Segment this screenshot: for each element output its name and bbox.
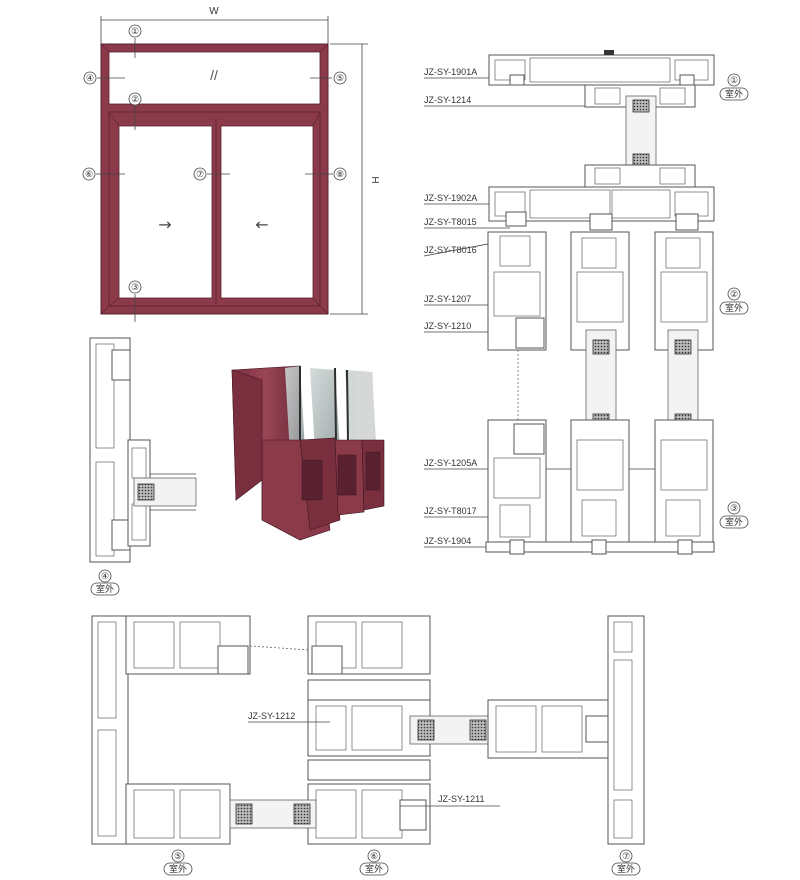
svg-text:③: ③	[131, 282, 139, 292]
callout-1: ①	[128, 24, 142, 38]
svg-text:④: ④	[86, 73, 94, 83]
svg-text:室外: 室外	[96, 583, 114, 594]
left-sash-glass	[118, 125, 213, 299]
horizontal-mark-7: ⑦ 室外	[611, 849, 641, 876]
glass-mark: //	[210, 67, 218, 83]
svg-text:室外: 室外	[617, 863, 635, 874]
horizontal-mark-5: ⑤ 室外	[163, 849, 193, 876]
horizontal-section: JZ-SY-1212 JZ-SY-1211 ⑤ 室外 ⑥ 室外 ⑦ 室外	[91, 615, 645, 876]
svg-text:室外: 室外	[725, 302, 743, 313]
label-1214: JZ-SY-1214	[424, 95, 471, 105]
callout-2: ②	[128, 92, 142, 106]
sash-column-1	[487, 231, 547, 543]
svg-text:室外: 室外	[169, 863, 187, 874]
label-1904: JZ-SY-1904	[424, 536, 471, 546]
middle-upper-profile	[307, 615, 431, 701]
label-t8015: JZ-SY-T8015	[424, 217, 477, 227]
svg-text:⑦: ⑦	[196, 169, 204, 179]
svg-text:⑤: ⑤	[336, 73, 344, 83]
callout-6: ⑥	[82, 167, 96, 181]
profile-3d-render	[231, 365, 385, 541]
profile-1902a	[488, 186, 715, 231]
height-dimension-label: H	[369, 176, 380, 183]
svg-text:③: ③	[730, 503, 738, 513]
right-sash-glass	[220, 125, 314, 299]
svg-text:⑤: ⑤	[174, 851, 182, 861]
sash-arrow-right: →	[158, 215, 171, 234]
svg-text:室外: 室外	[725, 88, 743, 99]
svg-text:⑧: ⑧	[336, 169, 344, 179]
jamb-mark-4: ④ 室外	[90, 569, 120, 596]
horizontal-mark-6: ⑥ 室外	[359, 849, 389, 876]
right-jamb-profile	[607, 615, 645, 845]
vertical-mark-1: ① 室外	[719, 73, 749, 101]
svg-text:①: ①	[131, 26, 139, 36]
right-glass-unit	[409, 699, 611, 759]
label-1212: JZ-SY-1212	[248, 711, 295, 721]
sash-arrow-left: ←	[255, 215, 268, 234]
sash-column-3	[654, 231, 714, 543]
callout-4: ④	[83, 71, 97, 85]
width-dimension-label: W	[209, 6, 219, 17]
callout-8: ⑧	[333, 167, 347, 181]
profile-1214	[584, 84, 696, 188]
left-jamb-profile	[91, 615, 251, 845]
label-1205a: JZ-SY-1205A	[424, 458, 477, 468]
callout-3: ③	[128, 280, 142, 294]
profile-1901a	[488, 50, 715, 86]
label-1210: JZ-SY-1210	[424, 321, 471, 331]
label-1901a: JZ-SY-1901A	[424, 67, 477, 77]
vertical-section: JZ-SY-1901A JZ-SY-1214 JZ-SY-1902A JZ-SY…	[423, 50, 749, 555]
window-elevation: W H // → ←	[82, 6, 380, 322]
callout-7: ⑦	[193, 167, 207, 181]
profile-1211	[307, 783, 431, 845]
sash-column-2	[570, 231, 630, 543]
svg-text:②: ②	[730, 289, 738, 299]
svg-text:②: ②	[131, 94, 139, 104]
label-1207: JZ-SY-1207	[424, 294, 471, 304]
bottom-glass-unit	[229, 799, 317, 829]
svg-text:⑥: ⑥	[370, 851, 378, 861]
jamb-section: ④ 室外	[89, 337, 197, 596]
vertical-mark-3: ③ 室外	[719, 501, 749, 529]
label-t8016: JZ-SY-T8016	[424, 245, 477, 255]
svg-text:⑥: ⑥	[85, 169, 93, 179]
profile-1904	[485, 539, 715, 555]
svg-text:④: ④	[101, 571, 109, 581]
svg-text:①: ①	[730, 75, 738, 85]
label-t8017: JZ-SY-T8017	[424, 506, 477, 516]
svg-text:室外: 室外	[365, 863, 383, 874]
vertical-mark-2: ② 室外	[719, 287, 749, 315]
label-1902a: JZ-SY-1902A	[424, 193, 477, 203]
callout-5: ⑤	[333, 71, 347, 85]
svg-text:⑦: ⑦	[622, 851, 630, 861]
svg-text:室外: 室外	[725, 516, 743, 527]
label-1211: JZ-SY-1211	[438, 794, 485, 804]
